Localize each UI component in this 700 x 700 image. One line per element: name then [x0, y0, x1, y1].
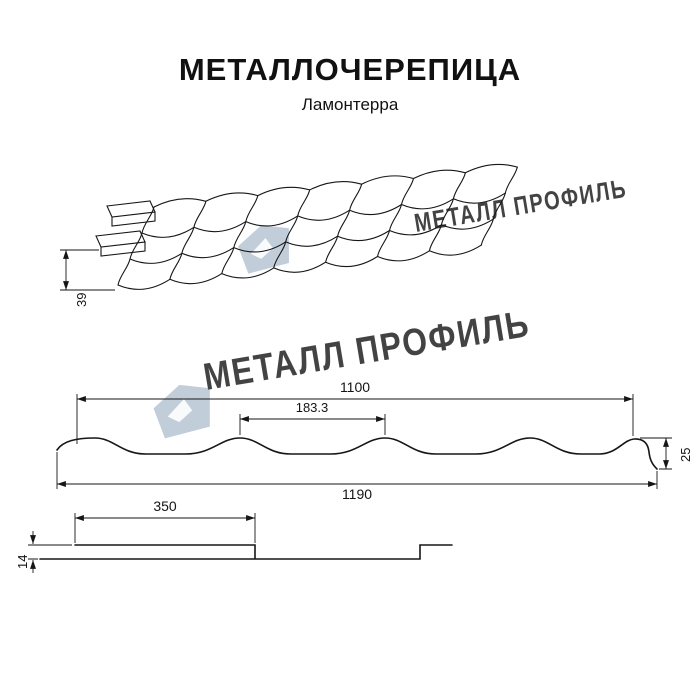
profile-curve [56, 437, 658, 470]
dim-profile-height: 25 [640, 437, 693, 470]
watermark-text-upper: МЕТАЛЛ ПРОФИЛЬ [412, 173, 629, 238]
roof-tile-rows [117, 163, 518, 290]
dim-step-height: 14 [15, 531, 72, 573]
dim-top-cover-width: 1100 [76, 379, 634, 444]
dim-eave-height: 39 [60, 249, 115, 307]
dim-module-width: 183.3 [239, 400, 386, 435]
overlap-sheets [39, 544, 453, 560]
dim-overlap-length: 350 [74, 498, 256, 543]
cross-section: 1100 183.3 25 1190 [56, 379, 693, 502]
dim-step-height-label: 14 [15, 555, 30, 569]
dim-overlap-length-label: 350 [153, 498, 177, 514]
overlap-diagram: 350 14 [15, 498, 453, 573]
roof-battens [95, 200, 156, 257]
dim-module-width-label: 183.3 [296, 400, 329, 415]
brand-logo-icon [235, 220, 296, 275]
page-title: МЕТАЛЛОЧЕРЕПИЦА [178, 52, 522, 87]
dim-full-width-label: 1190 [342, 486, 372, 502]
page-header: МЕТАЛЛОЧЕРЕПИЦА Ламонтерра [0, 52, 700, 115]
dim-top-cover-width-label: 1100 [340, 379, 370, 395]
perspective-view: 39 [60, 163, 518, 307]
dim-profile-height-label: 25 [678, 448, 693, 462]
roof-wave-ridges [117, 166, 518, 286]
dim-eave-height-label: 39 [74, 293, 89, 307]
page-subtitle: Ламонтерра [301, 95, 399, 114]
dim-full-width: 1190 [56, 452, 658, 502]
